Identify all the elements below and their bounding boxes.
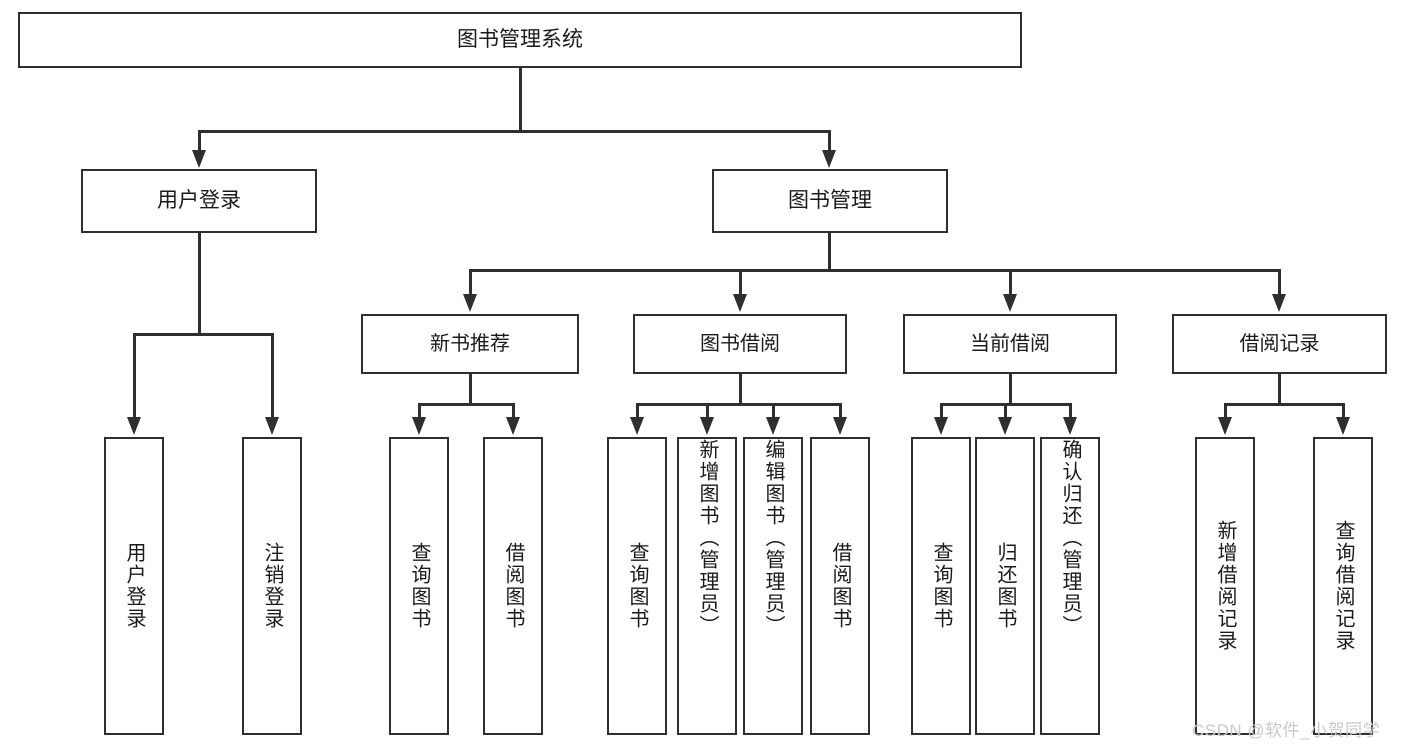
connector-borrow-record-to-leaf-1 [1224, 403, 1227, 419]
arrow-borrow-record-to-leaf-2 [1336, 417, 1350, 435]
leaf-edit-book-label: 编辑图书（管理员） [762, 439, 784, 637]
node-book-borrow[interactable]: 图书借阅 [633, 314, 847, 374]
connector-book-manage-to-borrow-record [1278, 269, 1281, 296]
leaf-return-book[interactable]: 归还图书 [975, 437, 1035, 735]
arrow-book-manage-to-borrow-record [1272, 294, 1286, 312]
leaf-borrow-book-1-label: 借阅图书 [502, 542, 524, 630]
leaf-add-record-label: 新增借阅记录 [1214, 520, 1236, 652]
connector-user-login-to-leaf-2 [271, 333, 274, 419]
node-new-book-rec-label: 新书推荐 [430, 333, 510, 355]
node-user-login-label: 用户登录 [157, 189, 241, 213]
node-new-book-rec[interactable]: 新书推荐 [361, 314, 579, 374]
connector-root-bus [199, 130, 831, 133]
arrow-current-borrow-to-leaf-1 [934, 417, 948, 435]
leaf-query-book-2[interactable]: 查询图书 [607, 437, 667, 735]
leaf-confirm-return[interactable]: 确认归还（管理员） [1040, 437, 1100, 735]
leaf-query-book-3[interactable]: 查询图书 [911, 437, 971, 735]
connector-current-borrow-to-leaf-2 [1004, 403, 1007, 419]
leaf-query-record[interactable]: 查询借阅记录 [1313, 437, 1373, 735]
connector-borrow-record-to-leaf-2 [1342, 403, 1345, 419]
leaf-query-book-2-label: 查询图书 [626, 542, 648, 630]
node-book-manage-label: 图书管理 [788, 189, 872, 213]
node-user-login[interactable]: 用户登录 [81, 169, 317, 233]
arrow-user-login-to-leaf-1 [127, 417, 141, 435]
arrow-new-book-rec-to-leaf-2 [506, 417, 520, 435]
connector-root-to-book-manage [828, 130, 831, 152]
connector-current-borrow-stem [1009, 374, 1012, 405]
arrow-book-manage-to-current-borrow [1003, 294, 1017, 312]
connector-borrow-record-bus [1225, 403, 1344, 406]
leaf-borrow-book-2[interactable]: 借阅图书 [810, 437, 870, 735]
node-borrow-record-label: 借阅记录 [1239, 333, 1320, 355]
connector-current-borrow-to-leaf-3 [1069, 403, 1072, 419]
connector-root-stem [519, 68, 522, 132]
node-current-borrow-label: 当前借阅 [970, 333, 1050, 355]
connector-new-book-rec-to-leaf-2 [512, 403, 515, 419]
connector-book-borrow-bus [637, 403, 841, 406]
connector-current-borrow-to-leaf-1 [940, 403, 943, 419]
leaf-query-book-1-label: 查询图书 [408, 542, 430, 630]
leaf-add-book-label: 新增图书（管理员） [696, 439, 718, 637]
leaf-add-record[interactable]: 新增借阅记录 [1195, 437, 1255, 735]
leaf-logout[interactable]: 注销登录 [242, 437, 302, 735]
arrow-user-login-to-leaf-2 [265, 417, 279, 435]
connector-new-book-rec-to-leaf-1 [418, 403, 421, 419]
leaf-add-book[interactable]: 新增图书（管理员） [677, 437, 737, 735]
arrow-current-borrow-to-leaf-2 [998, 417, 1012, 435]
node-root-label: 图书管理系统 [457, 28, 583, 52]
leaf-edit-book[interactable]: 编辑图书（管理员） [743, 437, 803, 735]
connector-book-manage-to-current-borrow [1009, 269, 1012, 296]
leaf-borrow-book-2-label: 借阅图书 [829, 542, 851, 630]
arrow-new-book-rec-to-leaf-1 [412, 417, 426, 435]
connector-new-book-rec-bus [419, 403, 514, 406]
leaf-borrow-book-1[interactable]: 借阅图书 [483, 437, 543, 735]
leaf-return-book-label: 归还图书 [994, 542, 1016, 630]
arrow-book-borrow-to-leaf-3 [766, 417, 780, 435]
node-current-borrow[interactable]: 当前借阅 [903, 314, 1117, 374]
node-book-borrow-label: 图书借阅 [700, 333, 780, 355]
connector-root-to-user-login [198, 130, 201, 152]
connector-book-borrow-stem [739, 374, 742, 405]
connector-book-manage-bus [470, 269, 1280, 272]
arrow-borrow-record-to-leaf-1 [1218, 417, 1232, 435]
node-root[interactable]: 图书管理系统 [18, 12, 1022, 68]
node-borrow-record[interactable]: 借阅记录 [1172, 314, 1387, 374]
arrow-book-borrow-to-leaf-2 [700, 417, 714, 435]
node-book-manage[interactable]: 图书管理 [712, 169, 948, 233]
connector-book-borrow-to-leaf-2 [706, 403, 709, 419]
connector-book-borrow-to-leaf-3 [772, 403, 775, 419]
connector-user-login-to-leaf-1 [133, 333, 136, 419]
leaf-query-record-label: 查询借阅记录 [1332, 520, 1354, 652]
leaf-query-book-1[interactable]: 查询图书 [389, 437, 449, 735]
arrow-current-borrow-to-leaf-3 [1063, 417, 1077, 435]
leaf-confirm-return-label: 确认归还（管理员） [1059, 439, 1081, 637]
connector-book-manage-to-new-book-rec [469, 269, 472, 296]
connector-book-manage-to-book-borrow [739, 269, 742, 296]
leaf-user-login[interactable]: 用户登录 [104, 437, 164, 735]
arrow-book-borrow-to-leaf-4 [833, 417, 847, 435]
connector-user-login-bus [134, 333, 272, 336]
arrow-book-manage-to-book-borrow [733, 294, 747, 312]
leaf-logout-label: 注销登录 [261, 542, 283, 630]
connector-book-borrow-to-leaf-1 [636, 403, 639, 419]
csdn-watermark: CSDN @软件_小贺同学 [1192, 721, 1381, 740]
arrow-book-manage-to-new-book-rec [463, 294, 477, 312]
arrow-root-to-user-login [192, 150, 206, 168]
leaf-query-book-3-label: 查询图书 [930, 542, 952, 630]
connector-new-book-rec-stem [469, 374, 472, 405]
connector-borrow-record-stem [1278, 374, 1281, 405]
arrow-root-to-book-manage [822, 150, 836, 168]
arrow-book-borrow-to-leaf-1 [630, 417, 644, 435]
connector-user-login-stem [198, 233, 201, 335]
leaf-user-login-label: 用户登录 [123, 542, 145, 630]
connector-book-manage-stem [828, 233, 831, 272]
connector-book-borrow-to-leaf-4 [839, 403, 842, 419]
